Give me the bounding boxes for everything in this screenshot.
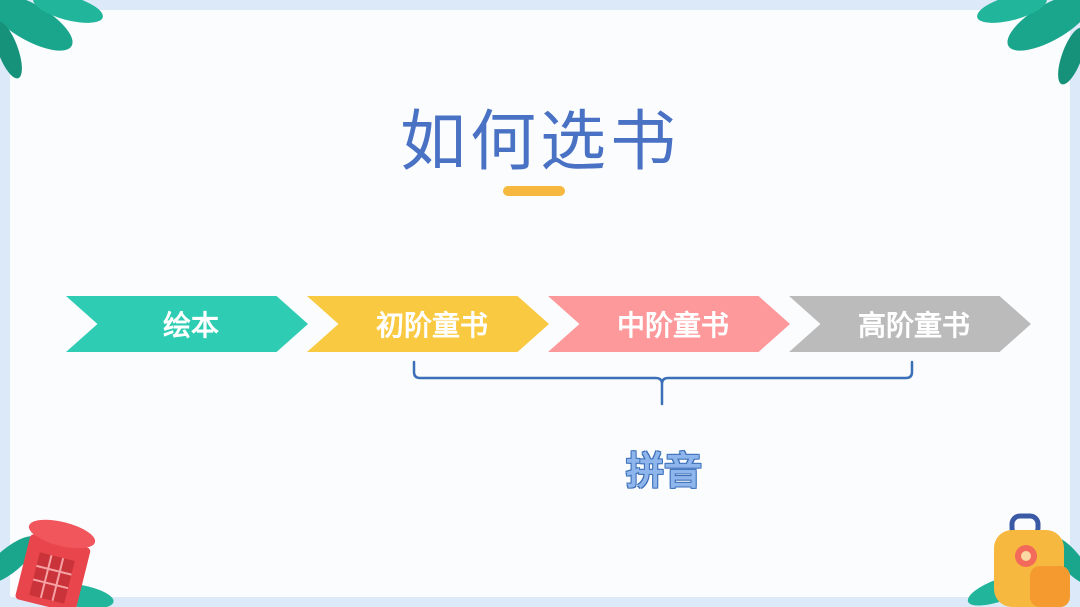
leaf-icon: [0, 0, 103, 79]
backpack-icon: [994, 513, 1070, 607]
stage-label: 绘本: [162, 309, 219, 342]
stage-label: 中阶童书: [616, 309, 729, 342]
stage-arrow-advanced: 高阶童书: [789, 296, 1031, 352]
phone-booth-icon: [15, 519, 96, 607]
stage-label: 初阶童书: [375, 309, 488, 342]
leaf-icon: [977, 0, 1080, 85]
stage-arrow-beginner: 初阶童书: [307, 296, 549, 352]
stage-arrow-picture-book: 绘本: [66, 296, 308, 352]
page-title: 如何选书: [400, 103, 680, 180]
stage-arrow-intermediate: 中阶童书: [548, 296, 790, 352]
bracket-label: 拼音: [626, 449, 703, 493]
stage-label: 高阶童书: [857, 309, 970, 342]
title-underline: [503, 186, 565, 196]
